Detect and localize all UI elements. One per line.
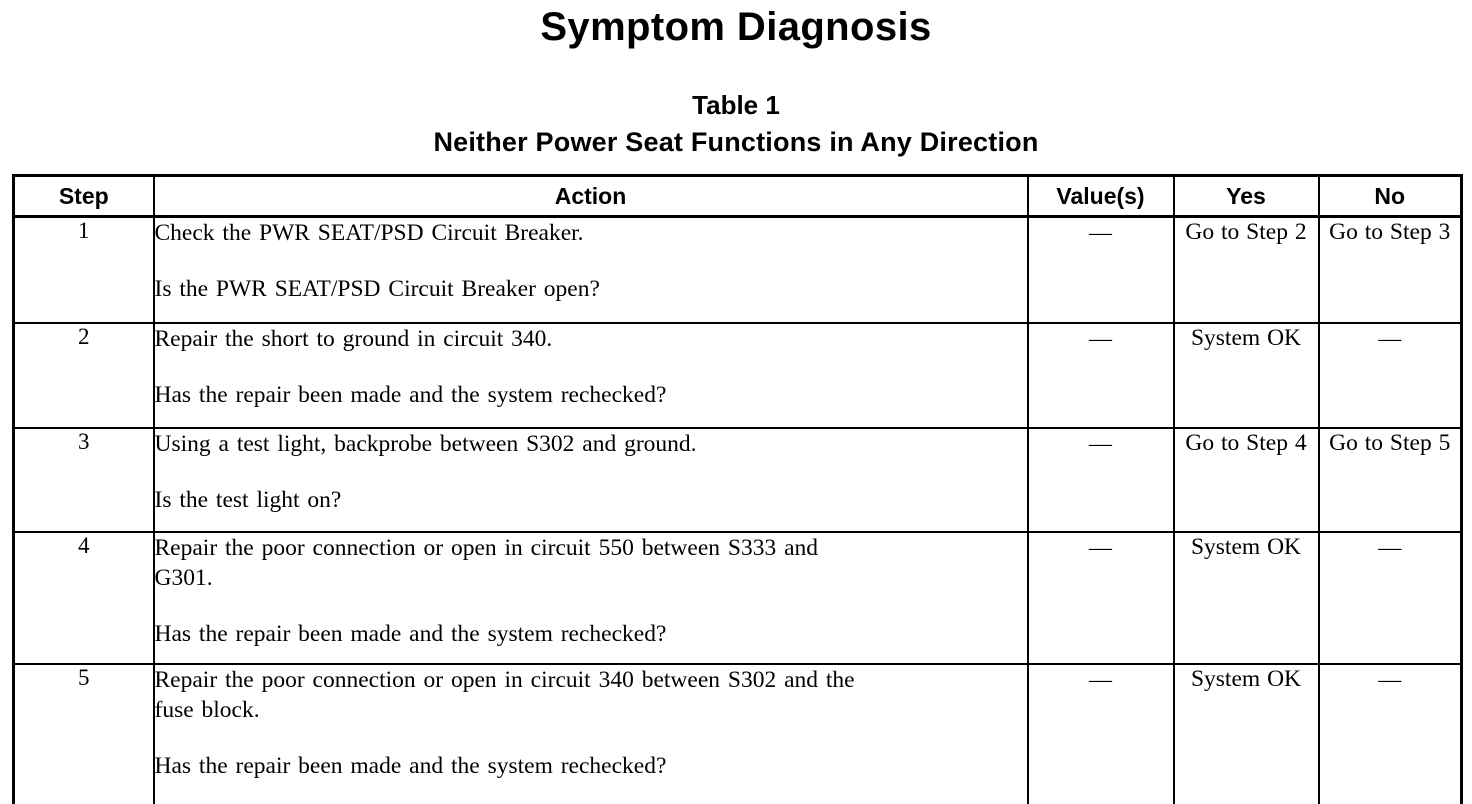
cell-no: — <box>1319 664 1462 804</box>
action-line-spacer <box>155 248 1027 274</box>
column-header-action: Action <box>154 176 1028 217</box>
cell-action: Using a test light, backprobe between S3… <box>154 428 1028 532</box>
table-subtitle: Neither Power Seat Functions in Any Dire… <box>0 126 1472 158</box>
action-line: Has the repair been made and the system … <box>155 751 1027 781</box>
cell-value: — <box>1028 532 1174 664</box>
value-dash: — <box>1089 535 1112 560</box>
cell-yes: System OK <box>1174 323 1319 428</box>
yes-line-2: OK <box>1267 666 1301 692</box>
cell-yes: Go to Step 2 <box>1174 217 1319 324</box>
cell-value: — <box>1028 428 1174 532</box>
value-dash: — <box>1089 220 1112 245</box>
value-dash: — <box>1089 326 1112 351</box>
action-line: Is the test light on? <box>155 485 1027 515</box>
no-line-1: Go to Step <box>1329 430 1432 456</box>
action-line: Using a test light, backprobe between S3… <box>155 429 1027 459</box>
no-line-2: 5 <box>1439 430 1451 456</box>
action-line-spacer <box>155 354 1027 380</box>
action-line: Has the repair been made and the system … <box>155 619 1027 649</box>
action-line: G301. <box>155 563 1027 593</box>
action-line: Check the PWR SEAT/PSD Circuit Breaker. <box>155 218 1027 248</box>
action-line: Repair the poor connection or open in ci… <box>155 533 1027 563</box>
cell-no: — <box>1319 323 1462 428</box>
action-line: Is the PWR SEAT/PSD Circuit Breaker open… <box>155 274 1027 304</box>
column-header-step: Step <box>14 176 154 217</box>
table-row: 1 Check the PWR SEAT/PSD Circuit Breaker… <box>14 217 1462 324</box>
table-body: 1 Check the PWR SEAT/PSD Circuit Breaker… <box>14 217 1462 804</box>
cell-yes: System OK <box>1174 664 1319 804</box>
column-header-value: Value(s) <box>1028 176 1174 217</box>
cell-value: — <box>1028 217 1174 324</box>
table-header-row: Step Action Value(s) Yes No <box>14 176 1462 217</box>
action-line: Repair the poor connection or open in ci… <box>155 665 1027 695</box>
cell-action: Repair the short to ground in circuit 34… <box>154 323 1028 428</box>
action-line-spacer <box>155 459 1027 485</box>
table-row: 2 Repair the short to ground in circuit … <box>14 323 1462 428</box>
cell-action: Repair the poor connection or open in ci… <box>154 664 1028 804</box>
page-title: Symptom Diagnosis <box>0 4 1472 50</box>
diagnosis-table: Step Action Value(s) Yes No 1 Check the … <box>12 174 1463 804</box>
no-line-1: — <box>1378 535 1401 560</box>
diagnosis-table-container: Step Action Value(s) Yes No 1 Check the … <box>12 174 1460 804</box>
cell-yes: System OK <box>1174 532 1319 664</box>
cell-no: Go to Step 3 <box>1319 217 1462 324</box>
yes-line-2: OK <box>1267 534 1301 560</box>
no-line-1: — <box>1378 667 1401 692</box>
cell-step: 5 <box>14 664 154 804</box>
cell-action: Repair the poor connection or open in ci… <box>154 532 1028 664</box>
no-line-2: 3 <box>1439 219 1451 245</box>
cell-step: 3 <box>14 428 154 532</box>
cell-value: — <box>1028 323 1174 428</box>
cell-step: 2 <box>14 323 154 428</box>
action-line-spacer <box>155 593 1027 619</box>
yes-line-2: OK <box>1267 325 1301 351</box>
table-row: 4 Repair the poor connection or open in … <box>14 532 1462 664</box>
yes-line-1: Go to Step <box>1185 430 1288 456</box>
cell-no: Go to Step 5 <box>1319 428 1462 532</box>
no-line-1: — <box>1378 326 1401 351</box>
cell-no: — <box>1319 532 1462 664</box>
cell-value: — <box>1028 664 1174 804</box>
action-line: fuse block. <box>155 695 1027 725</box>
yes-line-2: 4 <box>1295 430 1307 456</box>
value-dash: — <box>1089 667 1112 692</box>
yes-line-2: 2 <box>1295 219 1307 245</box>
cell-action: Check the PWR SEAT/PSD Circuit Breaker. … <box>154 217 1028 324</box>
cell-yes: Go to Step 4 <box>1174 428 1319 532</box>
action-line-spacer <box>155 725 1027 751</box>
yes-line-1: System <box>1191 325 1260 351</box>
value-dash: — <box>1089 431 1112 456</box>
table-row: 3 Using a test light, backprobe between … <box>14 428 1462 532</box>
table-row: 5 Repair the poor connection or open in … <box>14 664 1462 804</box>
action-line: Repair the short to ground in circuit 34… <box>155 324 1027 354</box>
yes-line-1: System <box>1191 534 1260 560</box>
column-header-yes: Yes <box>1174 176 1319 217</box>
yes-line-1: System <box>1191 666 1260 692</box>
table-header: Step Action Value(s) Yes No <box>14 176 1462 217</box>
table-number-label: Table 1 <box>0 90 1472 120</box>
cell-step: 1 <box>14 217 154 324</box>
action-line: Has the repair been made and the system … <box>155 380 1027 410</box>
cell-step: 4 <box>14 532 154 664</box>
column-header-no: No <box>1319 176 1462 217</box>
no-line-1: Go to Step <box>1329 219 1432 245</box>
yes-line-1: Go to Step <box>1185 219 1288 245</box>
